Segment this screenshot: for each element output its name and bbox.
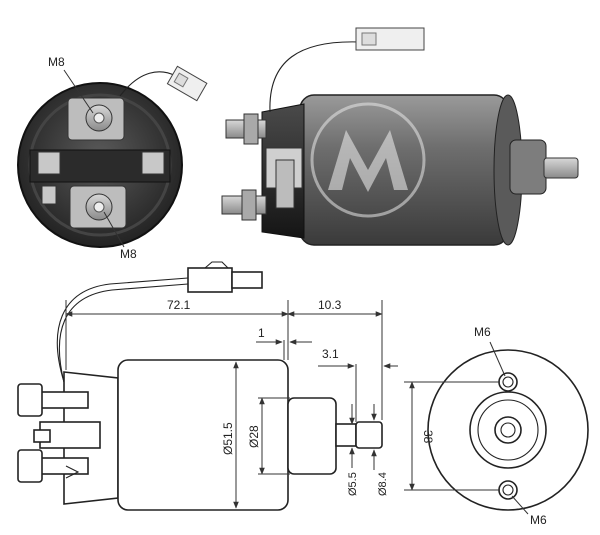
drawing-shaft (335, 423, 357, 447)
drawing-connector-clip (204, 261, 229, 269)
side-tab-left (37, 151, 61, 175)
photo-end-view: M8 M8 (17, 55, 208, 261)
bracket-leg (275, 159, 295, 209)
drawing-connector-tail (231, 271, 263, 289)
upper-nut (243, 113, 259, 145)
solenoid-nose (509, 139, 547, 195)
bottom-terminal-label: M8 (120, 247, 137, 261)
drawing-lock-clip (65, 465, 80, 479)
bottom-terminal-stud (93, 201, 105, 213)
bottom-hole-label: M6 (530, 513, 547, 527)
end-view-top-hole (498, 372, 518, 392)
end-view-bottom-hole-inner (502, 484, 514, 496)
photo-side-view (221, 27, 579, 246)
lower-nut (241, 189, 257, 221)
bottom-terminal-leader (103, 211, 125, 248)
wire-connector (166, 65, 208, 102)
end-view-shaft (500, 422, 516, 438)
top-hole-leader (489, 341, 506, 377)
dim-offset-label: 10.3 (318, 298, 342, 312)
drawing-lower-stud (17, 449, 43, 483)
drawing-side-view: 72.1 10.3 1 3.1 Ø51.5 Ø28 Ø5.5 Ø8.4 (17, 261, 398, 511)
side-tab-right (141, 151, 165, 175)
top-terminal-leader (63, 69, 94, 114)
drawing-upper-stud (17, 383, 43, 417)
dim-span-label: 38 (421, 430, 435, 444)
drawing-end-view: 38 M6 M6 (404, 325, 589, 527)
bottom-hole-leader (511, 495, 529, 515)
end-view-nose-inner (477, 399, 539, 461)
dim-shaft-dia-label: Ø5.5 (347, 472, 359, 496)
drawing-lower-nut (39, 457, 89, 475)
top-hole-label: M6 (474, 325, 491, 339)
side-connector-latch (361, 32, 377, 46)
small-tab (41, 185, 57, 205)
drawing-nose (287, 397, 337, 475)
dim-nose-dia-label: Ø28 (247, 425, 261, 448)
dim-gap-label: 1 (258, 326, 265, 340)
drawing-upper-nut (39, 391, 89, 409)
drawing-connector (187, 267, 233, 293)
end-view-bore (494, 416, 522, 444)
top-terminal-stud (93, 112, 105, 124)
brand-watermark (310, 102, 426, 218)
plunger (543, 157, 579, 179)
dim-tip-label: 3.1 (322, 347, 339, 361)
dim-overall-label: 72.1 (167, 298, 191, 312)
lead-wire (119, 71, 177, 97)
end-view-bottom-hole (498, 480, 518, 500)
side-lead-wire (269, 41, 361, 113)
drawing-tab (33, 429, 51, 443)
dim-body-dia-label: Ø51.5 (221, 422, 235, 455)
dim-plunger-dia-label: Ø8.4 (377, 472, 389, 496)
drawing-lead-wire (56, 277, 189, 383)
end-view-top-hole-inner (502, 376, 514, 388)
drawing-plunger (355, 421, 383, 449)
top-terminal-label: M8 (48, 55, 65, 69)
